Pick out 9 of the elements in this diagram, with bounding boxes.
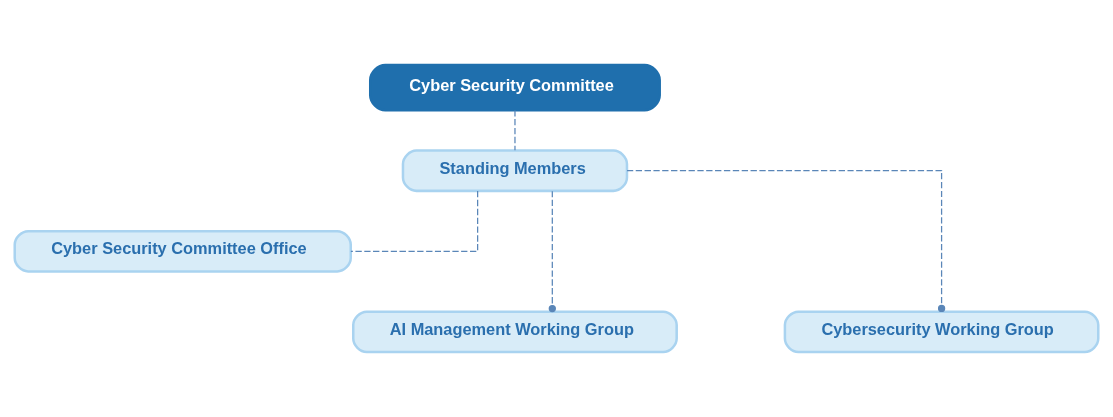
node-box: Standing Members bbox=[401, 149, 629, 193]
node-box: Cybersecurity Working Group bbox=[783, 310, 1100, 354]
node-box: AI Management Working Group bbox=[352, 310, 678, 354]
connector bbox=[350, 190, 479, 252]
connector bbox=[626, 170, 946, 313]
node-box: Cyber Security Committee Office bbox=[13, 229, 352, 273]
connector bbox=[514, 109, 516, 151]
node-box: Cyber Security Committee bbox=[369, 63, 661, 112]
connector bbox=[548, 190, 556, 313]
